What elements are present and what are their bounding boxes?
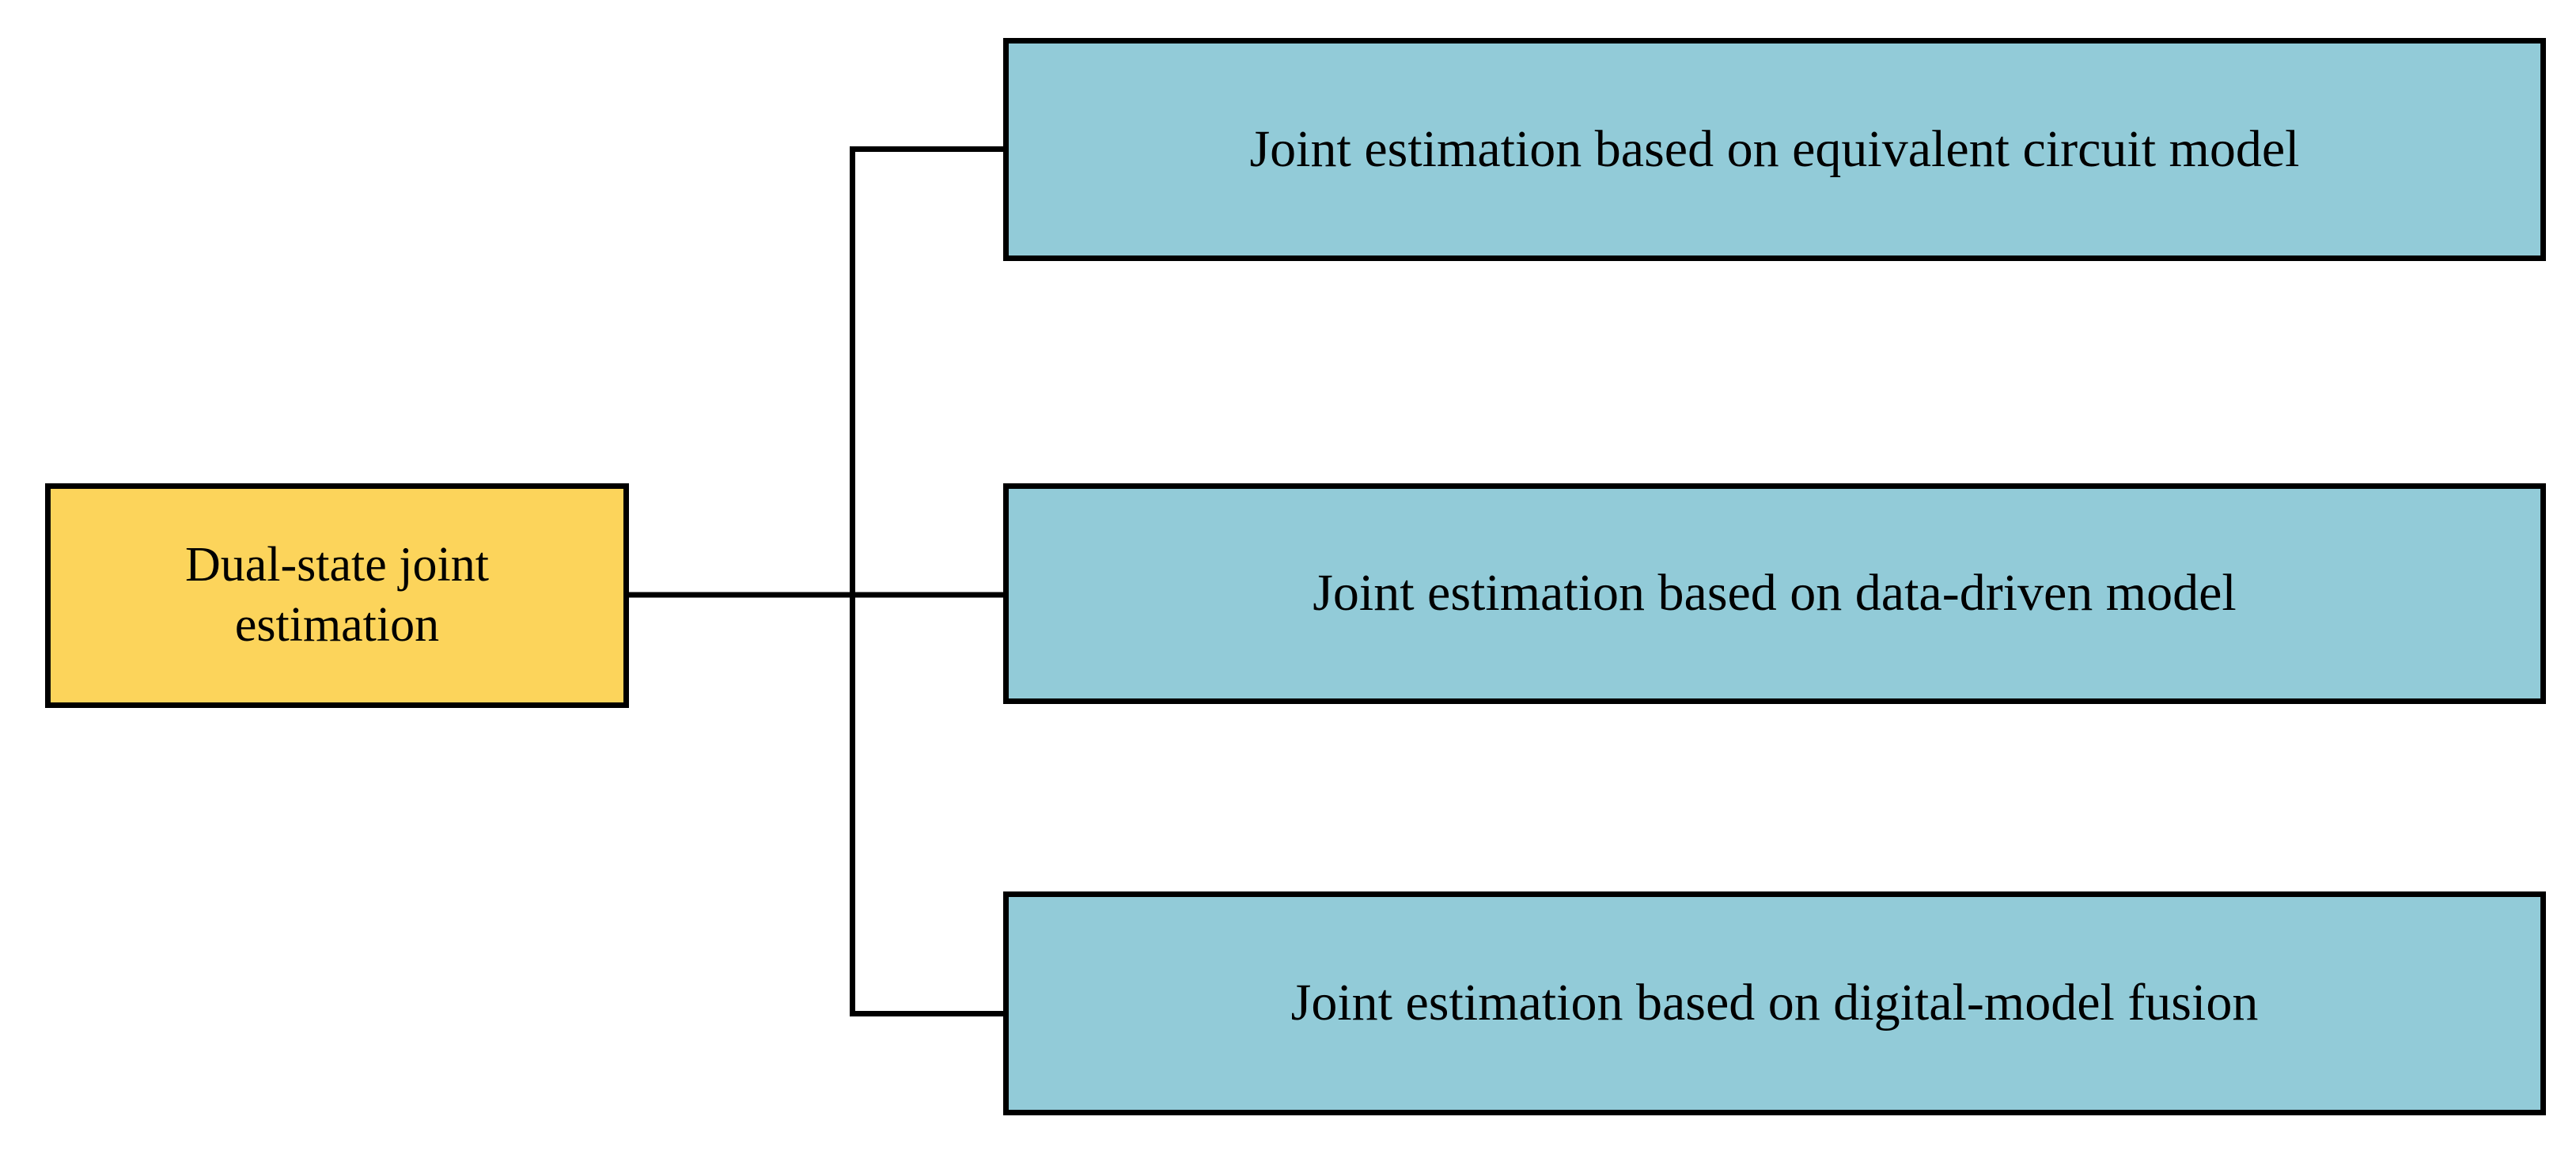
node-branch-1-label: Joint estimation based on data-driven mo… [1313, 564, 2237, 623]
node-joint-estimation-equivalent-circuit-model[interactable]: Joint estimation based on equivalent cir… [1003, 38, 2546, 261]
node-root-label: Dual-state joint estimation [185, 538, 489, 652]
node-branch-2-label: Joint estimation based on digital-model … [1290, 974, 2259, 1032]
node-dual-state-joint-estimation[interactable]: Dual-state joint estimation [45, 483, 629, 708]
node-joint-estimation-data-driven-model[interactable]: Joint estimation based on data-driven mo… [1003, 483, 2546, 704]
node-joint-estimation-digital-model-fusion[interactable]: Joint estimation based on digital-model … [1003, 891, 2546, 1115]
node-branch-0-label: Joint estimation based on equivalent cir… [1249, 119, 2300, 178]
